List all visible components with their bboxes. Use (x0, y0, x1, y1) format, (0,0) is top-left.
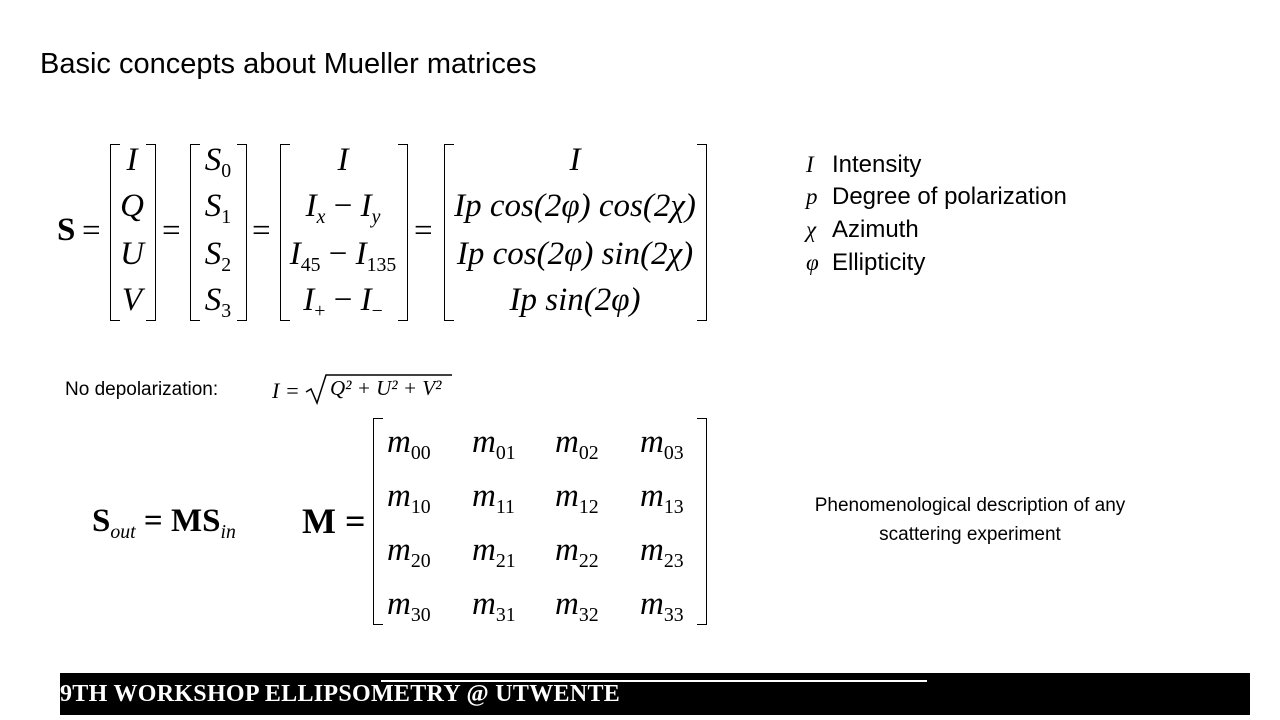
depolarization-label: No depolarization: (65, 379, 219, 400)
vector-element: S2 (204, 236, 232, 276)
bracket-right (146, 144, 156, 321)
mueller-element: m12 (555, 478, 599, 518)
mueller-element: m13 (640, 478, 684, 518)
bracket-left (280, 144, 290, 321)
legend-label: Degree of polarization (832, 183, 1067, 210)
legend-label: Intensity (832, 151, 922, 178)
description-line: Phenomenological description of any (814, 495, 1126, 516)
mueller-element: m23 (640, 532, 684, 572)
mueller-lhs: M = (302, 501, 366, 541)
footer-rule (381, 680, 927, 682)
bracket-right (697, 144, 707, 321)
bracket-left (373, 418, 383, 625)
vector-element: Ix − Iy (305, 188, 381, 228)
sqrt-sign-icon (305, 374, 452, 406)
vector-element: U (120, 236, 144, 272)
equals-sign-2: = (162, 213, 181, 249)
vector-element: I (126, 142, 138, 178)
legend-item: χ Azimuth (806, 216, 919, 244)
vector-element: Q (120, 188, 144, 224)
mueller-element: m21 (472, 532, 516, 572)
mueller-element: m20 (387, 532, 431, 572)
mueller-element: m22 (555, 532, 599, 572)
mueller-relation: Sout = MSin (92, 503, 236, 543)
depolarization-radicand: Q² + U² + V² (330, 376, 442, 400)
vector-element: I (569, 142, 581, 178)
bracket-left (110, 144, 120, 321)
mueller-element: m00 (387, 424, 431, 464)
legend-symbol: I (806, 152, 814, 177)
footer-banner: 9TH WORKSHOP ELLIPSOMETRY @ UTWENTE (60, 673, 1250, 715)
equals-sign-1: = (82, 213, 101, 249)
legend-item: p Degree of polarization (806, 183, 1067, 211)
vector-element: V (121, 282, 143, 318)
stokes-lhs: S (57, 212, 76, 248)
bracket-right (697, 418, 707, 625)
legend-symbol: φ (806, 250, 819, 275)
bracket-right (398, 144, 408, 321)
vector-element: Ip cos(2φ) cos(2χ) (454, 188, 696, 224)
mueller-element: m30 (387, 586, 431, 626)
vector-element: Ip sin(2φ) (509, 282, 641, 318)
equals-sign-3: = (252, 213, 271, 249)
vector-element: S0 (204, 142, 232, 182)
depolarization-formula: I = (272, 378, 300, 403)
mueller-element: m02 (555, 424, 599, 464)
mueller-element: m11 (472, 478, 515, 518)
description-line: scattering experiment (879, 524, 1061, 545)
legend-item: I Intensity (806, 151, 921, 179)
vector-element: S3 (204, 282, 232, 322)
legend-symbol: p (806, 184, 818, 209)
vector-element: S1 (204, 188, 232, 228)
vector-element: Ip cos(2φ) sin(2χ) (456, 236, 694, 272)
footer-text: 9TH WORKSHOP ELLIPSOMETRY @ UTWENTE (60, 681, 621, 707)
legend-item: φ Ellipticity (806, 249, 925, 277)
mueller-element: m31 (472, 586, 516, 626)
legend-label: Ellipticity (832, 249, 926, 276)
mueller-element: m01 (472, 424, 516, 464)
mueller-element: m03 (640, 424, 684, 464)
vector-element: I45 − I135 (289, 236, 397, 276)
vector-element: I (337, 142, 349, 178)
bracket-right (237, 144, 247, 321)
mueller-element: m33 (640, 586, 684, 626)
bracket-left (444, 144, 454, 321)
equals-sign-4: = (414, 213, 433, 249)
mueller-element: m32 (555, 586, 599, 626)
description: Phenomenological description of any scat… (760, 491, 1180, 549)
bracket-left (190, 144, 200, 321)
legend-label: Azimuth (832, 216, 919, 243)
slide-title: Basic concepts about Mueller matrices (40, 48, 537, 80)
mueller-element: m10 (387, 478, 431, 518)
vector-element: I+ − I− (303, 282, 383, 322)
legend-symbol: χ (806, 217, 817, 242)
